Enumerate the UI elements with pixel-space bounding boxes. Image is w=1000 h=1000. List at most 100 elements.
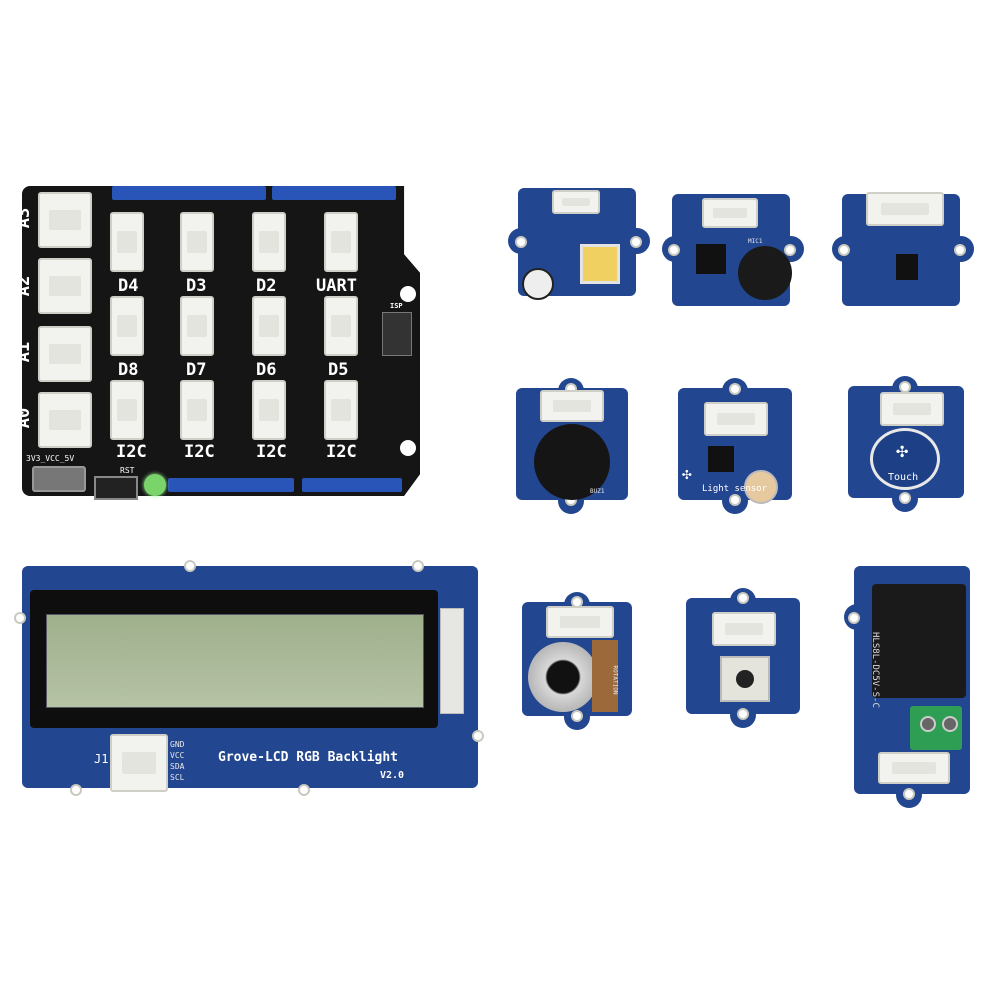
connector-a1 [38, 326, 92, 382]
grove-connector [552, 190, 600, 214]
touch-label: Touch [888, 472, 919, 483]
mount-hole [784, 244, 796, 256]
sensor-chip [896, 254, 918, 280]
touch-icon: ✣ [896, 438, 909, 462]
connector-a2 [38, 258, 92, 314]
connector-d3 [180, 212, 214, 272]
rotation-label: ROTATION [611, 665, 619, 695]
photo-diode [522, 268, 554, 300]
mount-hole [515, 236, 527, 248]
mount-hole [400, 440, 416, 456]
label-a2: A2 [14, 275, 35, 297]
label-a0: A0 [14, 407, 35, 429]
relay-block [872, 584, 966, 698]
touch-pad[interactable] [870, 428, 940, 490]
label-reset: RST [120, 466, 135, 475]
label-d7: D7 [186, 360, 207, 380]
connector-d2 [252, 212, 286, 272]
lcd-pin-gnd: GND [170, 740, 185, 749]
sensor-chip [708, 446, 734, 472]
mount-hole [668, 244, 680, 256]
light-sensor-label: Light sensor [702, 484, 768, 494]
connector-d4 [110, 212, 144, 272]
label-i2c-3: I2C [256, 442, 287, 462]
isp-header [382, 312, 412, 356]
label-d5: D5 [328, 360, 349, 380]
top-header-left [112, 186, 266, 200]
label-d4: D4 [118, 276, 139, 296]
label-i2c-2: I2C [184, 442, 215, 462]
label-d8: D8 [118, 360, 139, 380]
grove-connector [540, 390, 604, 422]
buzzer-label: BUZ1 [590, 488, 605, 495]
grove-connector [878, 752, 950, 784]
screw-icon [920, 716, 936, 732]
connector-d6 [252, 296, 286, 356]
label-uart: UART [316, 276, 357, 296]
lcd-pin-sda: SDA [170, 762, 185, 771]
trim-potentiometer [580, 244, 620, 284]
photoresistor [744, 470, 778, 504]
grove-connector [702, 198, 758, 228]
relay-label: HLS8L-DC5V-S-C [870, 632, 880, 708]
mic-label: MIC1 [748, 238, 763, 245]
voltage-switch[interactable] [32, 466, 86, 492]
top-header-right [272, 186, 396, 200]
mount-hole [14, 612, 26, 624]
microphone [738, 246, 792, 300]
label-i2c-4: I2C [326, 442, 357, 462]
mount-hole [737, 708, 749, 720]
potentiometer-knob[interactable] [528, 642, 598, 712]
seeed-logo-icon: ✣ [682, 464, 692, 483]
connector-a0 [38, 392, 92, 448]
lcd-screen [46, 614, 424, 708]
label-d2: D2 [256, 276, 277, 296]
mount-hole [848, 612, 860, 624]
lcd-pin-vcc: VCC [170, 751, 185, 760]
connector-i2c-4 [324, 380, 358, 440]
label-d6: D6 [256, 360, 277, 380]
label-voltage: 3V3_VCC_5V [26, 454, 75, 463]
lcd-connector-label: J1 [94, 752, 109, 766]
connector-d7 [180, 296, 214, 356]
mount-hole [903, 788, 915, 800]
mount-hole [630, 236, 642, 248]
connector-d8 [110, 296, 144, 356]
connector-i2c-3 [252, 380, 286, 440]
grove-connector [546, 606, 614, 638]
label-a3: A3 [14, 207, 35, 229]
power-led [144, 474, 166, 496]
buzzer [534, 424, 610, 500]
mount-hole [70, 784, 82, 796]
amplifier-chip [696, 244, 726, 274]
mount-hole [298, 784, 310, 796]
label-i2c-1: I2C [116, 442, 147, 462]
mount-hole [472, 730, 484, 742]
connector-a3 [38, 192, 92, 248]
reset-button[interactable] [94, 476, 138, 500]
grove-connector [880, 392, 944, 426]
connector-d5 [324, 296, 358, 356]
label-d3: D3 [186, 276, 207, 296]
connector-i2c-1 [110, 380, 144, 440]
lcd-grove-connector [110, 734, 168, 792]
lcd-side-connector [440, 608, 464, 714]
label-isp: ISP [390, 302, 403, 310]
lcd-pin-scl: SCL [170, 773, 185, 782]
potentiometer-body [592, 640, 618, 712]
mount-hole [184, 560, 196, 572]
mount-hole [400, 286, 416, 302]
mount-hole [954, 244, 966, 256]
push-button-cap [736, 670, 754, 688]
grove-connector [704, 402, 768, 436]
grove-connector [866, 192, 944, 226]
mount-hole [729, 494, 741, 506]
connector-uart [324, 212, 358, 272]
mount-hole [571, 710, 583, 722]
bottom-header-right [302, 478, 402, 492]
grove-connector [712, 612, 776, 646]
lcd-version: V2.0 [380, 770, 405, 781]
lcd-title: Grove-LCD RGB Backlight [218, 750, 399, 765]
screw-icon [942, 716, 958, 732]
connector-i2c-2 [180, 380, 214, 440]
